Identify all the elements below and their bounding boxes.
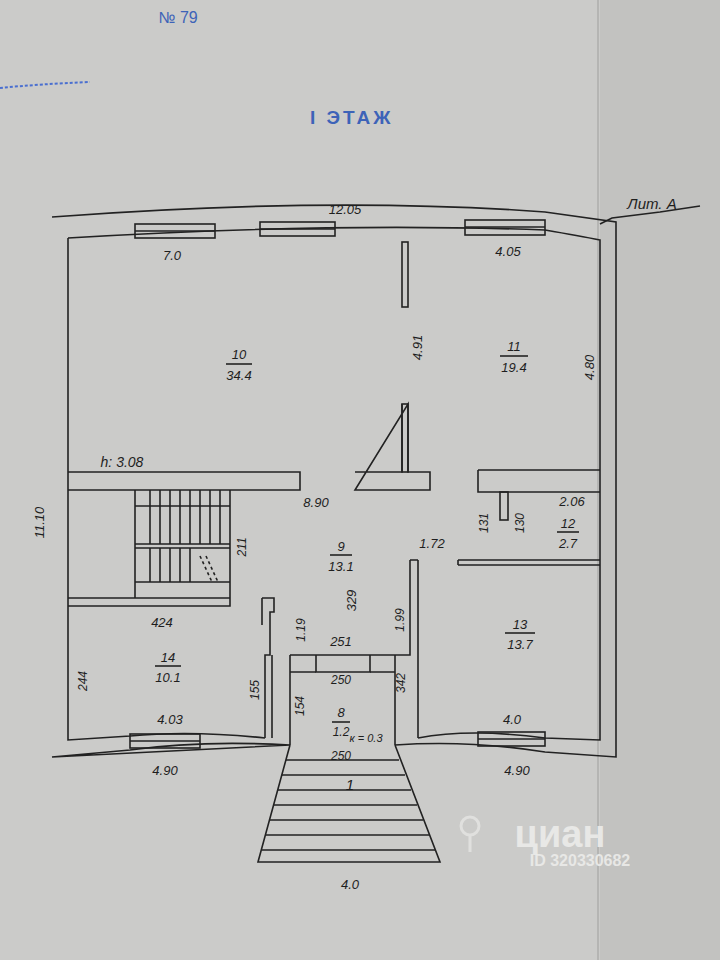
ceiling-height: h: 3.08 xyxy=(101,455,144,469)
room-number: 11 xyxy=(507,340,521,353)
sheet-number: № 79 xyxy=(158,10,197,26)
dimension: 154 xyxy=(294,696,306,716)
dimension: 251 xyxy=(330,635,352,648)
dimension: 4.05 xyxy=(495,245,520,258)
dimension: 7.0 xyxy=(163,249,181,262)
dimension: 131 xyxy=(478,513,490,533)
dimension: 2.06 xyxy=(559,495,584,508)
dimension: 424 xyxy=(151,616,173,629)
room-area: 34.4 xyxy=(226,369,251,382)
building-letter: Лит. А xyxy=(627,196,676,211)
dimension: 155 xyxy=(249,680,261,700)
watermark: циан xyxy=(515,815,606,853)
dimension: 4.91 xyxy=(412,334,425,359)
room-area: 2.7 xyxy=(559,537,577,550)
dimension: 1.99 xyxy=(394,608,406,631)
dimension: 8.90 xyxy=(303,496,328,509)
dimension: 4.90 xyxy=(504,764,529,777)
room-area: 19.4 xyxy=(501,361,526,374)
dimension: 130 xyxy=(514,513,526,533)
dimension: 4.0 xyxy=(503,713,521,726)
room-area: 1.2 xyxy=(333,726,350,738)
dimension: 244 xyxy=(77,671,89,691)
floor-title: I ЭТАЖ xyxy=(310,108,393,127)
dimension: 250 xyxy=(331,750,351,762)
watermark: ID 320330682 xyxy=(530,853,631,869)
room-area: 10.1 xyxy=(155,671,180,684)
room-number: 13 xyxy=(513,618,527,631)
room-number: 10 xyxy=(232,348,246,361)
dimension: 11.10 xyxy=(33,506,46,538)
dimension: 12.05 xyxy=(329,203,362,216)
dimension: 250 xyxy=(331,674,351,686)
dimension: 4.90 xyxy=(152,764,177,777)
dimension: 329 xyxy=(345,589,358,611)
dimension: 342 xyxy=(395,673,407,693)
dimension: 4.80 xyxy=(584,354,597,379)
dimension: 1.72 xyxy=(419,537,444,550)
dimension: 4.03 xyxy=(157,713,182,726)
dimension: 4.0 xyxy=(341,878,359,891)
room-area: 13.1 xyxy=(328,560,353,573)
coefficient: к = 0.3 xyxy=(349,733,382,744)
dimension: 211 xyxy=(236,537,248,556)
room-number: 1 xyxy=(346,777,354,792)
room-number: 14 xyxy=(161,651,175,664)
room-number: 12 xyxy=(561,517,575,530)
room-number: 8 xyxy=(337,706,344,719)
dimension: 1.19 xyxy=(295,618,307,641)
room-area: 13.7 xyxy=(507,638,532,651)
room-number: 9 xyxy=(337,540,344,553)
